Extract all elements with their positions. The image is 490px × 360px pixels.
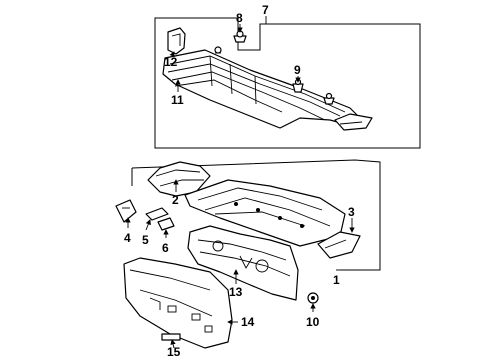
- dash-panel-13: [187, 225, 299, 301]
- cowl-panel-2: [147, 161, 346, 247]
- clip-right: [323, 92, 335, 105]
- callout-6: 6: [162, 241, 169, 255]
- callout-5: 5: [142, 233, 149, 247]
- bracket-12: [167, 27, 186, 55]
- leader-lines: [125, 16, 355, 349]
- clip-15: [161, 333, 181, 341]
- grommet-10: [307, 292, 319, 304]
- callout-4: 4: [124, 231, 131, 245]
- callout-12: 12: [164, 55, 178, 69]
- insulator-14: [123, 257, 233, 349]
- callout-10: 10: [306, 315, 320, 329]
- callout-3: 3: [348, 205, 355, 219]
- callout-13: 13: [229, 285, 243, 299]
- callout-8: 8: [236, 11, 243, 25]
- callout-7: 7: [262, 3, 269, 17]
- callout-11: 11: [171, 93, 184, 107]
- callout-1: 1: [333, 273, 340, 287]
- callout-15: 15: [167, 345, 181, 359]
- callout-14: 14: [241, 315, 255, 329]
- fastener-top: [214, 46, 222, 54]
- lower-assembly-frame: [131, 159, 381, 271]
- part-6: [157, 217, 175, 231]
- part-5: [145, 207, 169, 221]
- clip-8: [233, 30, 247, 43]
- callout-labels: 1 2 3 4 5 6 7 8 9 10 11 12 13 14 15: [124, 3, 355, 359]
- bracket-3: [317, 231, 361, 259]
- cowl-top-panel: [162, 49, 373, 131]
- part-4: [115, 199, 137, 223]
- callout-2: 2: [172, 193, 179, 207]
- callout-9: 9: [294, 63, 301, 77]
